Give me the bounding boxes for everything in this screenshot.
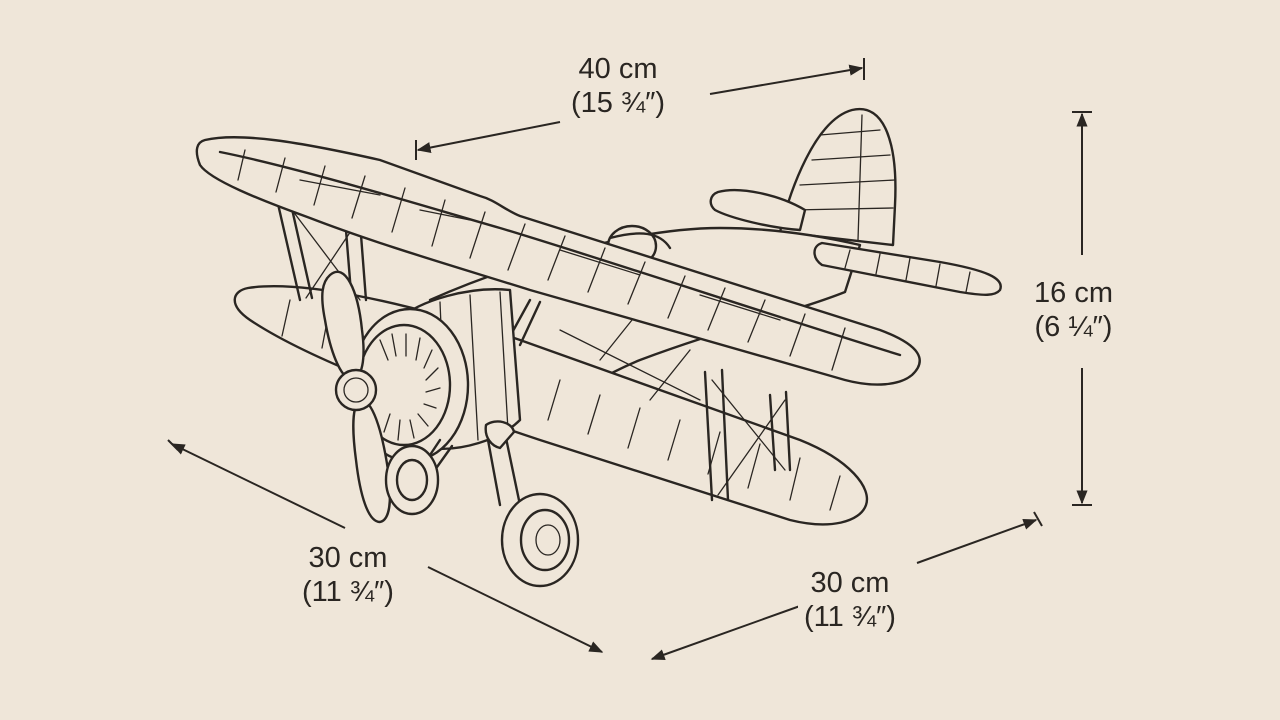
length-left-metric: 30 cm: [308, 542, 388, 574]
length-right-metric: 30 cm: [810, 567, 890, 599]
length-left-imperial: (11 ¾″): [302, 576, 394, 608]
length-right-label: 30 cm (11 ¾″): [798, 566, 902, 634]
engine-cylinders: [379, 333, 441, 441]
propeller-hub: [334, 368, 378, 412]
height-metric: 16 cm: [1034, 277, 1113, 309]
left-wheel: [384, 444, 440, 516]
wingspan-dimension-line: [416, 121, 561, 154]
length-left-label: 30 cm (11 ¾″): [296, 541, 400, 609]
height-label: 16 cm (6 ¼″): [1028, 276, 1119, 344]
height-imperial: (6 ¼″): [1034, 311, 1113, 343]
biplane: [195, 107, 1002, 588]
length-right-imperial: (11 ¾″): [804, 601, 896, 633]
tail-fin: [778, 107, 897, 247]
wingspan-label: 40 cm (15 ¾″): [565, 52, 672, 120]
propeller-top-blade: [321, 270, 365, 382]
upper-wing: [195, 136, 921, 386]
length-left-dimension-line: [170, 443, 346, 529]
left-stabilizer: [709, 188, 807, 232]
propeller-bottom-blade: [352, 398, 392, 524]
dimension-lines: [167, 58, 1092, 661]
right-wheel: [500, 492, 580, 588]
length-right-dimension-line: [650, 605, 801, 661]
wingspan-metric: 40 cm: [578, 53, 658, 85]
wingspan-imperial: (15 ¾″): [571, 87, 666, 119]
